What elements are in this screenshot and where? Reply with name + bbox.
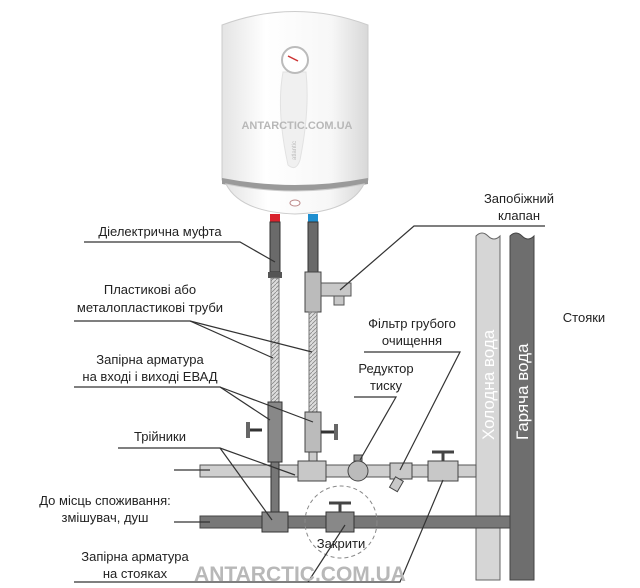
label-tees: Трійники: [134, 429, 186, 444]
pressure-reducer: [347, 454, 369, 482]
label-filter-line2: очищення: [382, 333, 442, 348]
label-safety-valve-line2: клапан: [498, 208, 540, 223]
label-shutoff-risers-line2: на стояках: [103, 566, 168, 581]
heater-brand: atlantic: [292, 141, 298, 160]
leader-lines: [74, 225, 545, 583]
cold-water-label: Холодна вода: [479, 329, 498, 440]
hot-riser: [509, 232, 535, 581]
label-consumers-line1: До місць споживання:: [39, 493, 171, 508]
water-heater: ANTARCTIC.COM.UA atlantic: [221, 11, 369, 215]
close-label: Закрити: [317, 536, 365, 551]
label-dielectric-coupling: Діелектрична муфта: [98, 224, 222, 239]
watermark: ANTARCTIC.COM.UA: [194, 563, 406, 586]
label-risers: Стояки: [563, 310, 605, 325]
hot-outlet-line: [246, 214, 289, 533]
label-filter-line1: Фільтр грубого: [368, 316, 456, 331]
label-shutoff-risers-line1: Запірна арматура: [81, 549, 189, 564]
cold-inlet-line: [297, 214, 338, 482]
label-reducer-line2: тиску: [370, 378, 403, 393]
label-consumers-line2: змішувач, душ: [62, 510, 149, 525]
hot-water-label: Гаряча вода: [513, 343, 532, 440]
label-shutoff-inlet-line1: Запірна арматура: [96, 352, 204, 367]
cold-riser: [475, 232, 501, 581]
hot-riser-valve: [325, 501, 355, 533]
coarse-filter: [388, 462, 413, 493]
heater-watermark: ANTARCTIC.COM.UA: [241, 120, 352, 132]
close-circle: [304, 485, 378, 559]
cold-riser-valve: [427, 450, 459, 482]
label-shutoff-inlet-line2: на вході і виході ЕВАД: [82, 369, 217, 384]
label-pipes-line1: Пластикові або: [104, 282, 196, 297]
safety-valve: [320, 282, 352, 306]
risers: Холодна вода Гаряча вода: [475, 232, 535, 581]
label-pipes-line2: металопластикові труби: [77, 300, 223, 315]
label-safety-valve-line1: Запобіжний: [484, 191, 554, 206]
hot-pipe: [199, 515, 511, 529]
label-reducer-line1: Редуктор: [358, 361, 413, 376]
